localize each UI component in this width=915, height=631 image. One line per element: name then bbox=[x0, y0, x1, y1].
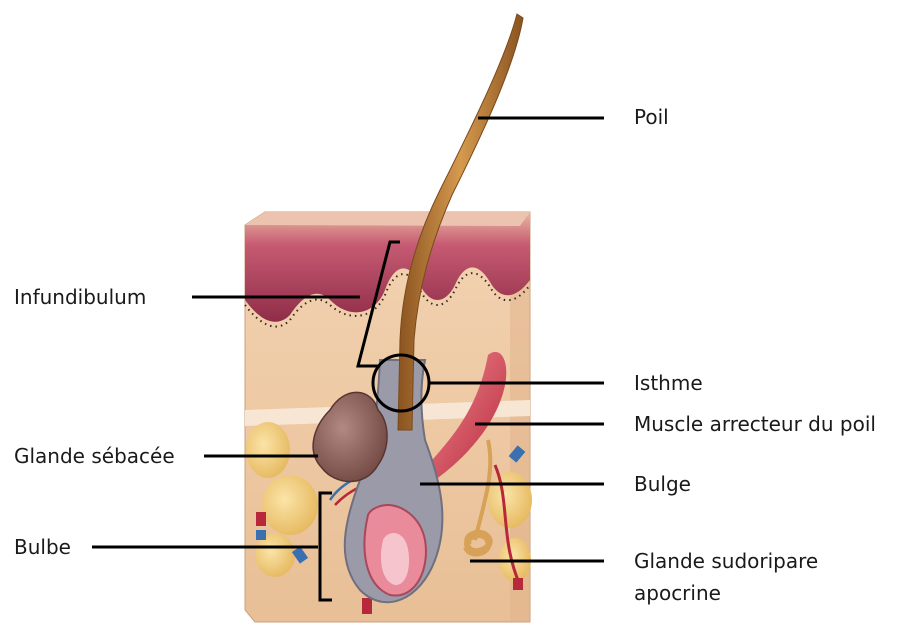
label-isthme: Isthme bbox=[634, 370, 703, 396]
label-glande-sebacee: Glande sébacée bbox=[14, 443, 175, 469]
label-bulbe: Bulbe bbox=[14, 534, 71, 560]
label-infundibulum: Infundibulum bbox=[14, 284, 146, 310]
label-glande-sudoripare-line2: apocrine bbox=[634, 580, 721, 606]
label-muscle-arrecteur: Muscle arrecteur du poil bbox=[634, 411, 876, 437]
label-bulge: Bulge bbox=[634, 471, 691, 497]
label-glande-sudoripare-line1: Glande sudoripare bbox=[634, 548, 818, 574]
label-poil: Poil bbox=[634, 104, 669, 130]
